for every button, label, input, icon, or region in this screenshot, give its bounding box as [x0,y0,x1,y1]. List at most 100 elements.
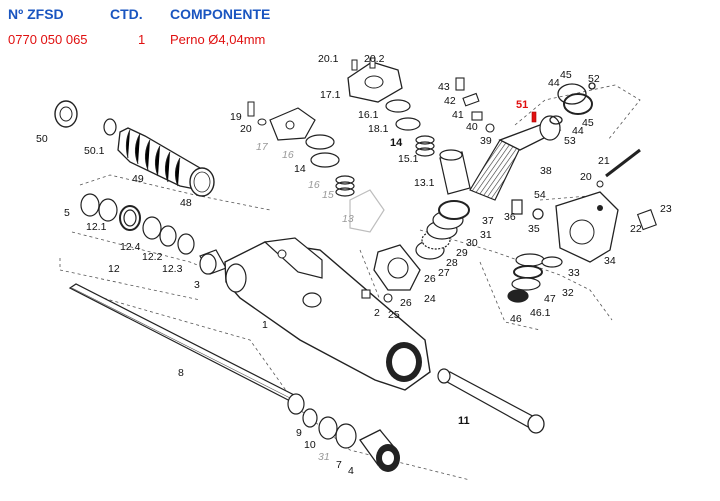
label-37: 37 [482,215,494,227]
label-21: 21 [598,155,610,167]
label-10: 10 [304,439,316,451]
label-50: 50 [36,133,48,145]
label-17-1: 17.1 [320,89,341,101]
label-36: 36 [504,211,516,223]
part-labels: 50 50.1 49 48 5 12.1 12.4 12.2 12.3 12 3… [36,53,672,477]
label-45b: 45 [582,117,594,129]
label-44: 44 [548,77,560,89]
label-5: 5 [64,207,70,219]
label-23: 23 [660,203,672,215]
parts-35-36[interactable] [511,199,544,220]
label-12-3: 12.3 [162,263,183,275]
label-32: 32 [562,287,574,299]
label-20-1: 20.1 [318,53,339,65]
parts-22-23[interactable] [636,209,657,231]
part-13-1-cylinder[interactable] [439,149,471,195]
label-27: 27 [438,267,450,279]
label-53: 53 [564,135,576,147]
label-9: 9 [296,427,302,439]
parts-14-15-springs[interactable] [335,135,435,197]
label-13: 13 [342,213,354,225]
selected-code: 0770 050 065 [8,32,88,47]
rings-rack-end[interactable] [302,408,357,449]
label-31b: 31 [318,451,330,463]
label-2: 2 [374,307,380,319]
label-35: 35 [528,223,540,235]
part-50-seal[interactable] [54,100,78,128]
selected-qty: 1 [138,32,146,47]
part-2-25-bits[interactable] [361,289,393,303]
label-47: 47 [544,293,556,305]
label-54: 54 [534,189,546,201]
label-20: 20 [240,123,252,135]
part-24-flange[interactable] [373,244,421,291]
part-17-1-top-cover[interactable] [347,57,403,103]
header-qty: CTD. [110,6,143,22]
header-component: COMPONENTE [170,6,271,22]
label-11: 11 [458,415,470,427]
label-12: 12 [108,263,120,275]
label-26b: 26 [400,297,412,309]
label-16: 16 [282,149,294,161]
label-44b: 44 [572,125,584,137]
part-38-pinion[interactable] [469,115,562,201]
part-8-rack[interactable] [68,283,305,415]
label-51: 51 [516,99,528,111]
label-8: 8 [178,367,184,379]
label-7: 7 [336,459,342,471]
label-14b: 14 [390,137,403,149]
label-31: 31 [480,229,492,241]
label-50-1: 50.1 [84,145,105,157]
header-code: Nº ZFSD [8,6,64,22]
label-12-2: 12.2 [142,251,163,263]
label-25: 25 [388,309,400,321]
label-15: 15 [322,189,334,201]
part-3-bushing[interactable] [199,249,227,275]
part-48-clamp[interactable] [189,167,215,197]
part-21-bolt[interactable] [596,148,641,188]
label-29: 29 [456,247,468,259]
part-17-cover-plate[interactable] [247,101,316,141]
label-20-2: 20.2 [364,53,385,65]
parts-32-47-stack[interactable] [507,253,563,303]
part-34-valve-housing[interactable] [555,191,619,263]
label-22: 22 [630,223,642,235]
part-1-housing[interactable] [224,237,431,391]
label-16b: 16 [308,179,320,191]
label-17: 17 [256,141,269,153]
label-41: 41 [452,109,464,121]
label-45: 45 [560,69,572,81]
label-12-1: 12.1 [86,221,107,233]
label-19: 19 [230,111,242,123]
label-26: 26 [424,273,436,285]
part-50-1-clip[interactable] [103,118,117,136]
label-38: 38 [540,165,552,177]
label-28: 28 [446,257,458,269]
part-4-end-plug[interactable] [359,429,400,472]
parts-16-rings[interactable] [305,99,421,168]
label-20b: 20 [580,171,592,183]
label-39: 39 [480,135,492,147]
part-51-pin[interactable] [531,111,537,123]
label-16-1: 16.1 [358,109,379,121]
label-1: 1 [262,319,268,331]
label-12-4: 12.4 [120,241,141,253]
label-33: 33 [568,267,580,279]
part-11-tube[interactable] [437,368,545,434]
label-49: 49 [132,173,144,185]
label-3: 3 [194,279,200,291]
parts-40-43-hardware[interactable] [455,77,495,133]
label-30: 30 [466,237,478,249]
rings-12-series[interactable] [80,193,195,255]
label-46: 46 [510,313,522,325]
label-15-1: 15.1 [398,153,419,165]
parts-26-31-rings[interactable] [415,200,470,260]
label-13-1: 13.1 [414,177,435,189]
label-46-1: 46.1 [530,307,551,319]
label-43: 43 [438,81,450,93]
label-34: 34 [604,255,616,267]
label-18-1: 18.1 [368,123,389,135]
part-13-cover[interactable] [349,189,385,233]
parts-44-45-rings[interactable] [549,82,596,125]
